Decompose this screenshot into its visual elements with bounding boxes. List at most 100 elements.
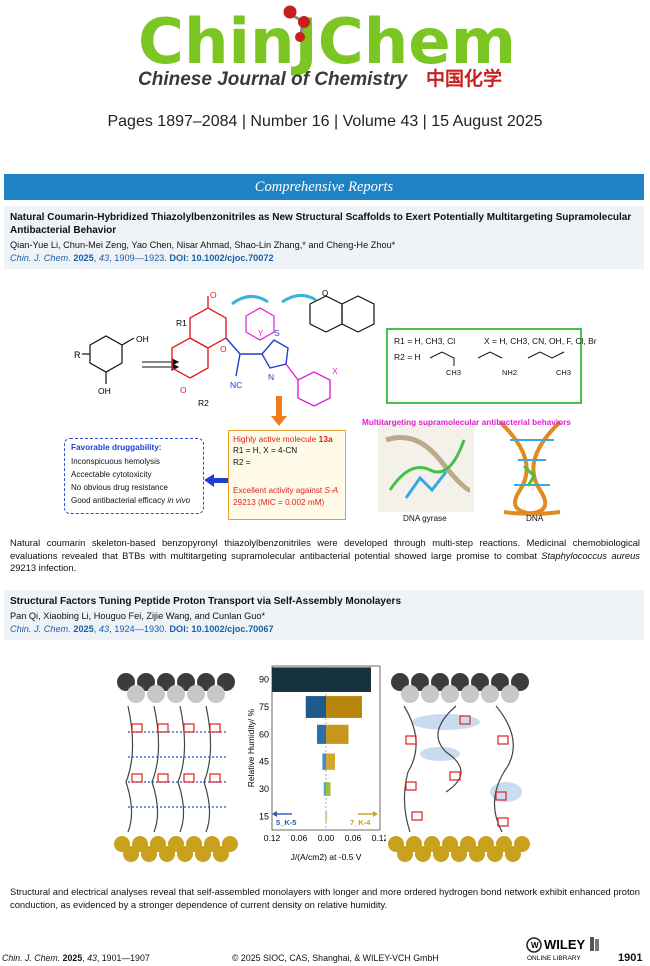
article-1-abstract: Natural coumarin skeleton-based benzopyr…	[10, 537, 640, 573]
xtick-label: 0.00	[318, 833, 335, 843]
right-monolayer-illustration	[388, 673, 530, 862]
svg-text:X: X	[332, 366, 338, 376]
bar-left-30	[323, 782, 326, 796]
active-r2: R2 =	[233, 458, 251, 467]
svg-text:O: O	[210, 290, 217, 300]
journal-logo: ChinJChem Chinese Journal of Chemistry 中…	[138, 5, 516, 90]
xtick-label: 0.06	[345, 833, 362, 843]
label-ch3: CH3	[446, 368, 462, 377]
thiazole-core	[225, 337, 289, 377]
naphthoquinone-structure	[309, 295, 375, 333]
footer-citation: Chin. J. Chem. 2025, 43, 1901—1907	[2, 953, 150, 963]
label-dna-gyrase: DNA gyrase	[403, 514, 447, 523]
bar-right-30	[326, 782, 331, 796]
active-r1: R1 = H, X = 4-CN	[233, 446, 298, 455]
label-ch3-ester: CH3	[556, 368, 572, 377]
druggability-item: Accectable cytotoxicity	[71, 470, 152, 479]
article-2-citation[interactable]: Chin. J. Chem. 2025, 43, 1924—1930. DOI:…	[10, 624, 274, 634]
chart-xlabel: J/(A/cm2) at -0.5 V	[291, 852, 362, 862]
svg-text:R1: R1	[176, 318, 187, 328]
druggability-item: No obvious drug resistance	[71, 483, 168, 492]
label-dna: DNA	[526, 514, 544, 523]
chart-arrows	[272, 811, 378, 817]
ytick-label: 90	[259, 675, 269, 685]
substituent-r1: R1 = H, CH3, Cl	[394, 336, 456, 346]
ytick-label: 45	[259, 757, 269, 767]
ytick-label: 15	[259, 811, 269, 821]
svg-text:Y: Y	[258, 329, 264, 338]
aryl-ring	[285, 363, 331, 407]
substituent-box: R1 = H, CH3, Cl X = H, CH3, CN, OH, F, C…	[386, 328, 597, 404]
druggability-item: Inconspicuous hemolysis	[71, 457, 160, 466]
journal-masthead: ChinJChem Chinese Journal of Chemistry 中…	[0, 0, 650, 112]
bar-left-60	[317, 724, 326, 744]
xtick-label: 0.12	[264, 833, 281, 843]
svg-text:O: O	[322, 290, 328, 298]
svg-text:S: S	[274, 328, 280, 338]
article-2-abstract: Structural and electrical analyses revea…	[10, 886, 640, 910]
druggability-title: Favorable druggability:	[71, 443, 162, 452]
active-molecule-label: Highly active molecule 13a	[233, 434, 333, 444]
molecule-icon	[283, 5, 310, 42]
swap-arrow-1	[231, 295, 269, 306]
series-label-right: 7_K-4	[350, 818, 371, 827]
article-2-authors: Pan Qi, Xiaobing Li, Houguo Fei, Zijie W…	[10, 611, 266, 621]
resorcinol-structure	[82, 335, 135, 384]
article-1-header: Natural Coumarin-Hybridized Thiazolylben…	[4, 206, 644, 269]
bar-right-15	[326, 810, 328, 822]
bar-right-60	[326, 724, 349, 744]
series-label-left: 5_K-5	[276, 818, 296, 827]
svg-text:O: O	[180, 385, 187, 395]
article-2-header: Structural Factors Tuning Peptide Proton…	[4, 590, 644, 640]
svg-text:ONLINE LIBRARY: ONLINE LIBRARY	[527, 955, 581, 962]
left-arrow-icon	[204, 474, 230, 487]
article-2-title[interactable]: Structural Factors Tuning Peptide Proton…	[10, 596, 402, 607]
article-1-scheme: R OH OH R1 O O O R2 NC S N	[74, 290, 562, 516]
druggability-box: Favorable druggability: Inconspicuous he…	[64, 438, 204, 514]
svg-text:OH: OH	[136, 334, 149, 344]
footer-copyright: © 2025 SIOC, CAS, Shanghai, & WILEY-VCH …	[232, 953, 439, 963]
article-1-title[interactable]: Natural Coumarin-Hybridized Thiazolylben…	[10, 212, 632, 236]
substituent-x: X = H, CH3, CN, OH, F, Cl, Br	[484, 336, 597, 346]
label-nh2: NH2	[502, 368, 518, 377]
multitarget-label: Multitargeting supramolecular antibacter…	[362, 418, 571, 427]
coumarin-core	[171, 296, 227, 379]
substituent-r2: R2 = H	[394, 352, 421, 362]
svg-text:O: O	[220, 344, 227, 354]
svg-text:N: N	[268, 372, 274, 382]
mic-value: 29213 (MIC = 0.002 mM)	[233, 498, 325, 507]
bar-right-45	[326, 753, 335, 770]
down-arrow-icon	[271, 396, 287, 426]
left-monolayer-illustration	[114, 673, 238, 862]
wiley-logo[interactable]: W WILEY ONLINE LIBRARY	[526, 935, 606, 966]
swap-arrow-2	[281, 294, 317, 304]
active-molecule-box: Highly active molecule 13a R1 = H, X = 4…	[228, 430, 346, 520]
druggability-item: Good antibacterial efficacy in vivo	[71, 496, 191, 505]
dna-gyrase-illustration	[378, 422, 474, 512]
chart-ylabel: Relative Humidity/ %	[246, 708, 256, 787]
logo-text: ChinJChem	[138, 5, 516, 78]
bar-left-90	[272, 667, 326, 692]
svg-text:R2: R2	[198, 398, 209, 408]
svg-text:OH: OH	[98, 386, 111, 396]
xtick-label: 0.12	[372, 833, 386, 843]
reaction-arrows	[142, 358, 180, 371]
section-header: Comprehensive Reports	[4, 174, 644, 200]
svg-text:WILEY: WILEY	[544, 937, 585, 952]
bar-right-90	[326, 667, 371, 692]
article-1-authors: Qian-Yue Li, Chun-Mei Zeng, Yao Chen, Ni…	[10, 240, 396, 250]
excellent-activity: Excellent activity against S-A	[233, 486, 339, 495]
heteroaryl-ring	[245, 307, 275, 341]
xtick-label: 0.06	[291, 833, 308, 843]
svg-text:NC: NC	[230, 380, 242, 390]
journal-subtitle: Chinese Journal of Chemistry	[138, 69, 409, 90]
bar-left-75	[305, 696, 326, 718]
article-1-graphical-abstract: R OH OH R1 O O O R2 NC S N	[60, 290, 600, 525]
bar-left-45	[322, 753, 326, 770]
dna-illustration	[498, 420, 562, 516]
svg-text:W: W	[531, 941, 539, 950]
ytick-label: 75	[259, 702, 269, 712]
article-1-citation[interactable]: Chin. J. Chem. 2025, 43, 1909—1923. DOI:…	[10, 253, 274, 263]
